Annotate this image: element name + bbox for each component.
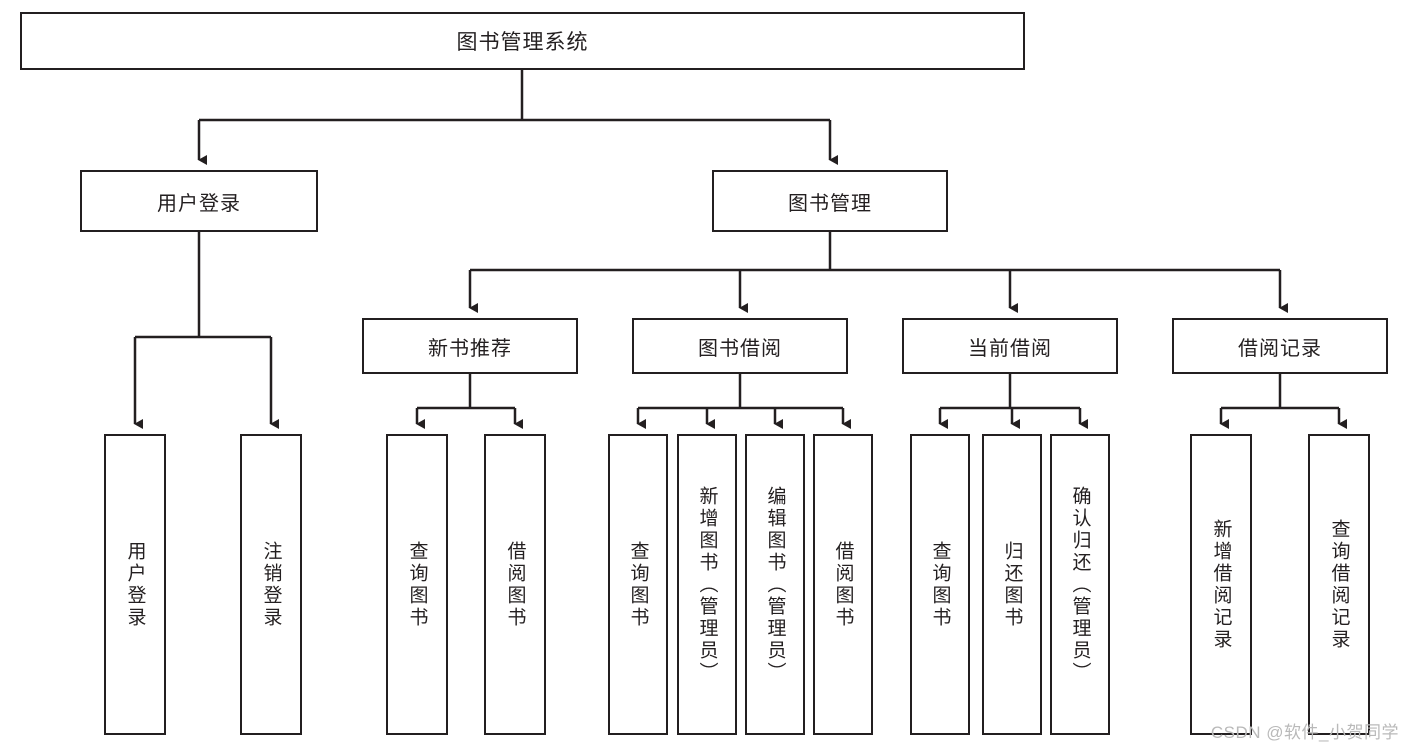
node-leaf-bb-borrow[interactable]: 借阅图书 xyxy=(813,434,873,735)
node-leaf-bb-add[interactable]: 新增图书（管理员） xyxy=(677,434,737,735)
node-leaf-br-add-label: 新增借阅记录 xyxy=(1210,518,1232,651)
node-root-label: 图书管理系统 xyxy=(456,31,589,54)
node-borrow-record-group[interactable]: 借阅记录 xyxy=(1172,318,1388,374)
node-leaf-bb-query[interactable]: 查询图书 xyxy=(608,434,668,735)
node-leaf-user-logout[interactable]: 注销登录 xyxy=(240,434,302,735)
node-leaf-cb-return-label: 归还图书 xyxy=(1001,540,1023,629)
node-leaf-nb-borrow-label: 借阅图书 xyxy=(504,540,526,629)
node-book-manage-group[interactable]: 图书管理 xyxy=(712,170,948,232)
node-leaf-cb-query-label: 查询图书 xyxy=(929,540,951,629)
node-leaf-br-query-label: 查询借阅记录 xyxy=(1328,518,1350,651)
node-leaf-br-add[interactable]: 新增借阅记录 xyxy=(1190,434,1252,735)
csdn-watermark: CSDN @软件_小贺同学 xyxy=(1210,723,1399,742)
node-book-borrow-group[interactable]: 图书借阅 xyxy=(632,318,848,374)
node-leaf-br-query[interactable]: 查询借阅记录 xyxy=(1308,434,1370,735)
node-book-manage-group-label: 图书管理 xyxy=(788,192,872,215)
node-leaf-cb-confirm-label: 确认归还（管理员） xyxy=(1069,485,1091,684)
node-leaf-bb-add-label: 新增图书（管理员） xyxy=(696,485,718,684)
node-user-login-group[interactable]: 用户登录 xyxy=(80,170,318,232)
node-borrow-record-group-label: 借阅记录 xyxy=(1238,337,1322,360)
node-leaf-bb-edit[interactable]: 编辑图书（管理员） xyxy=(745,434,805,735)
node-leaf-bb-edit-label: 编辑图书（管理员） xyxy=(764,485,786,684)
node-leaf-cb-return[interactable]: 归还图书 xyxy=(982,434,1042,735)
node-leaf-user-login[interactable]: 用户登录 xyxy=(104,434,166,735)
node-leaf-user-login-label: 用户登录 xyxy=(124,540,146,629)
node-leaf-user-logout-label: 注销登录 xyxy=(260,540,282,629)
node-current-borrow-group[interactable]: 当前借阅 xyxy=(902,318,1118,374)
node-new-book-group-label: 新书推荐 xyxy=(428,337,512,360)
node-leaf-nb-query[interactable]: 查询图书 xyxy=(386,434,448,735)
node-user-login-group-label: 用户登录 xyxy=(157,192,241,215)
node-root[interactable]: 图书管理系统 xyxy=(20,12,1025,70)
node-leaf-nb-borrow[interactable]: 借阅图书 xyxy=(484,434,546,735)
node-leaf-cb-query[interactable]: 查询图书 xyxy=(910,434,970,735)
node-leaf-bb-query-label: 查询图书 xyxy=(627,540,649,629)
node-leaf-nb-query-label: 查询图书 xyxy=(406,540,428,629)
node-leaf-cb-confirm[interactable]: 确认归还（管理员） xyxy=(1050,434,1110,735)
node-current-borrow-group-label: 当前借阅 xyxy=(968,337,1052,360)
node-book-borrow-group-label: 图书借阅 xyxy=(698,337,782,360)
node-new-book-group[interactable]: 新书推荐 xyxy=(362,318,578,374)
node-leaf-bb-borrow-label: 借阅图书 xyxy=(832,540,854,629)
